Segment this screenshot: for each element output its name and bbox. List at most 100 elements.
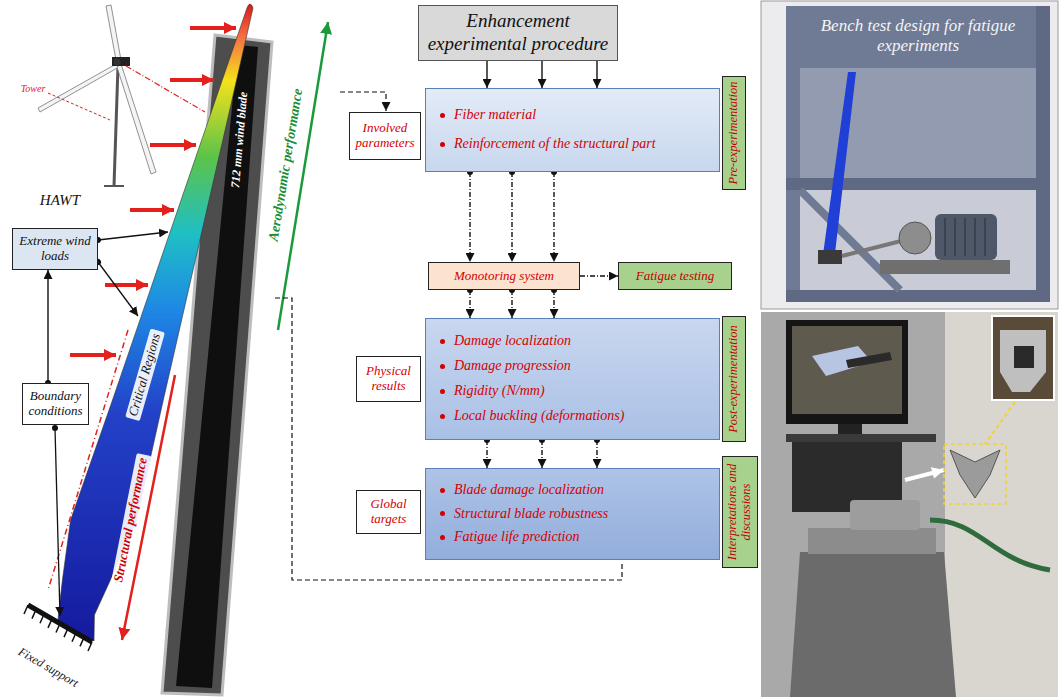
box-text: Physical results [366,363,411,393]
bullet-dot [440,339,445,344]
blade-leader [126,66,205,112]
photo-wall [945,312,1058,697]
phase-tab: Interpretations and discussions [722,456,758,568]
text-line: Fatigue testing [625,269,725,284]
wind-arrow [190,26,236,30]
motor-fins [945,218,985,256]
box-text: Monotoring system [454,268,554,283]
wind-arrow [105,283,148,287]
frame-back [800,68,1036,178]
load-box: Extreme wind loads [12,228,98,270]
wind-arrow [70,353,116,357]
bullet-dot [440,389,445,394]
flow-arrow [580,275,618,276]
list-item: Rigidity (N/mm) [440,383,709,400]
monitor [786,320,908,424]
list-text: Blade damage localization [454,482,604,499]
turbine-label: HAWT [40,192,80,209]
list-item: Fiber material [440,107,709,124]
inset-grip [1000,330,1046,392]
bullet-dot [440,511,445,516]
frame-top [786,6,1050,68]
phase-tab: Pre-experimentation [722,76,746,190]
load-leader [98,232,168,240]
flow-arrow [486,440,487,468]
load-leader [98,262,138,316]
frame-bar [786,290,1050,302]
wind-arrow [130,208,174,212]
targets-list-box: Blade damage localizationStructural blad… [425,468,720,560]
blade-grip [950,450,1000,498]
list-item: Fatigue life prediction [440,529,709,546]
region-label: Critical Regions [125,329,165,421]
flow-arrow [553,172,554,262]
rotor-blade [38,64,119,112]
bullet-dot [440,488,445,493]
pulley [899,222,931,254]
bullet-dot [440,113,445,118]
list-text: Structural blade robustness [454,506,608,523]
list-text: Fiber material [454,107,536,124]
procedure-box: Enhancement experimental procedure [418,5,618,61]
list-text: Rigidity (N/mm) [454,383,545,400]
text-line: Extreme wind loads [17,234,93,264]
motor-base [880,260,1010,274]
tower-label: Tower [21,83,46,95]
flow-arrow [553,290,554,318]
machine-plate [808,528,936,554]
list-item: Damage localization [440,333,709,350]
condition-box: Boundary conditions [22,383,89,425]
text-line: Physical results [361,364,416,394]
tower-line [114,66,118,186]
list-text: Reinforcement of the structural part [454,136,656,153]
bullet-dot [440,142,445,147]
rotor-blade [106,5,121,60]
performance-label: Structural performance [111,453,152,586]
flow-arrow [469,172,470,262]
blade-label: 712 mm wind blade [229,91,251,188]
targets-label-box: Global targets [356,490,421,534]
box-text: Enhancement experimental procedure [428,10,609,54]
inset-frame [944,444,1006,504]
bullet-dot [440,414,445,419]
support-leader [55,428,60,616]
flow-arrow [486,61,487,88]
inset-photo [992,316,1054,400]
list-item: Reinforcement of the structural part [440,136,709,153]
text-line: Global targets [361,497,416,527]
list-item: Blade damage localization [440,482,709,499]
performance-label: Aerodynamic performance [266,88,307,243]
render-panel [761,1,1058,309]
list-text: Damage progression [454,358,571,375]
text-line: Monotoring system [435,269,573,284]
shelf [786,434,936,442]
machine-body [790,552,956,697]
flow-arrow [469,290,470,318]
monitor-screen [792,326,902,414]
flow-arrow [596,440,597,468]
phase-name: Post-experimentation [727,325,741,433]
phase-tab: Post-experimentation [722,316,746,442]
photo-panel [761,312,1058,697]
list-item: Structural blade robustness [440,506,709,523]
frame-bar [786,178,1050,190]
flow-arrow [541,61,542,88]
text-line: Boundary conditions [27,389,84,419]
monitor-stand [838,424,862,434]
flow-arrow [541,440,542,468]
flow-arrow [596,61,597,88]
wind-arrow [170,78,214,82]
hub [114,59,121,66]
render-caption: Bench test design for fatigue experiment… [803,16,1033,57]
monitoring-box: Monotoring system [428,262,580,290]
list-text: Fatigue life prediction [454,529,579,546]
inset-hole [1014,346,1034,368]
tab-label: Post-experimentation [727,325,741,433]
box-text: Boundary conditions [28,388,82,418]
testing-box: Fatigue testing [618,262,732,290]
bullet-dot [440,364,445,369]
flow-arrow [511,172,512,262]
list-text: Local buckling (deformations) [454,408,624,425]
bullet-dot [440,535,445,540]
